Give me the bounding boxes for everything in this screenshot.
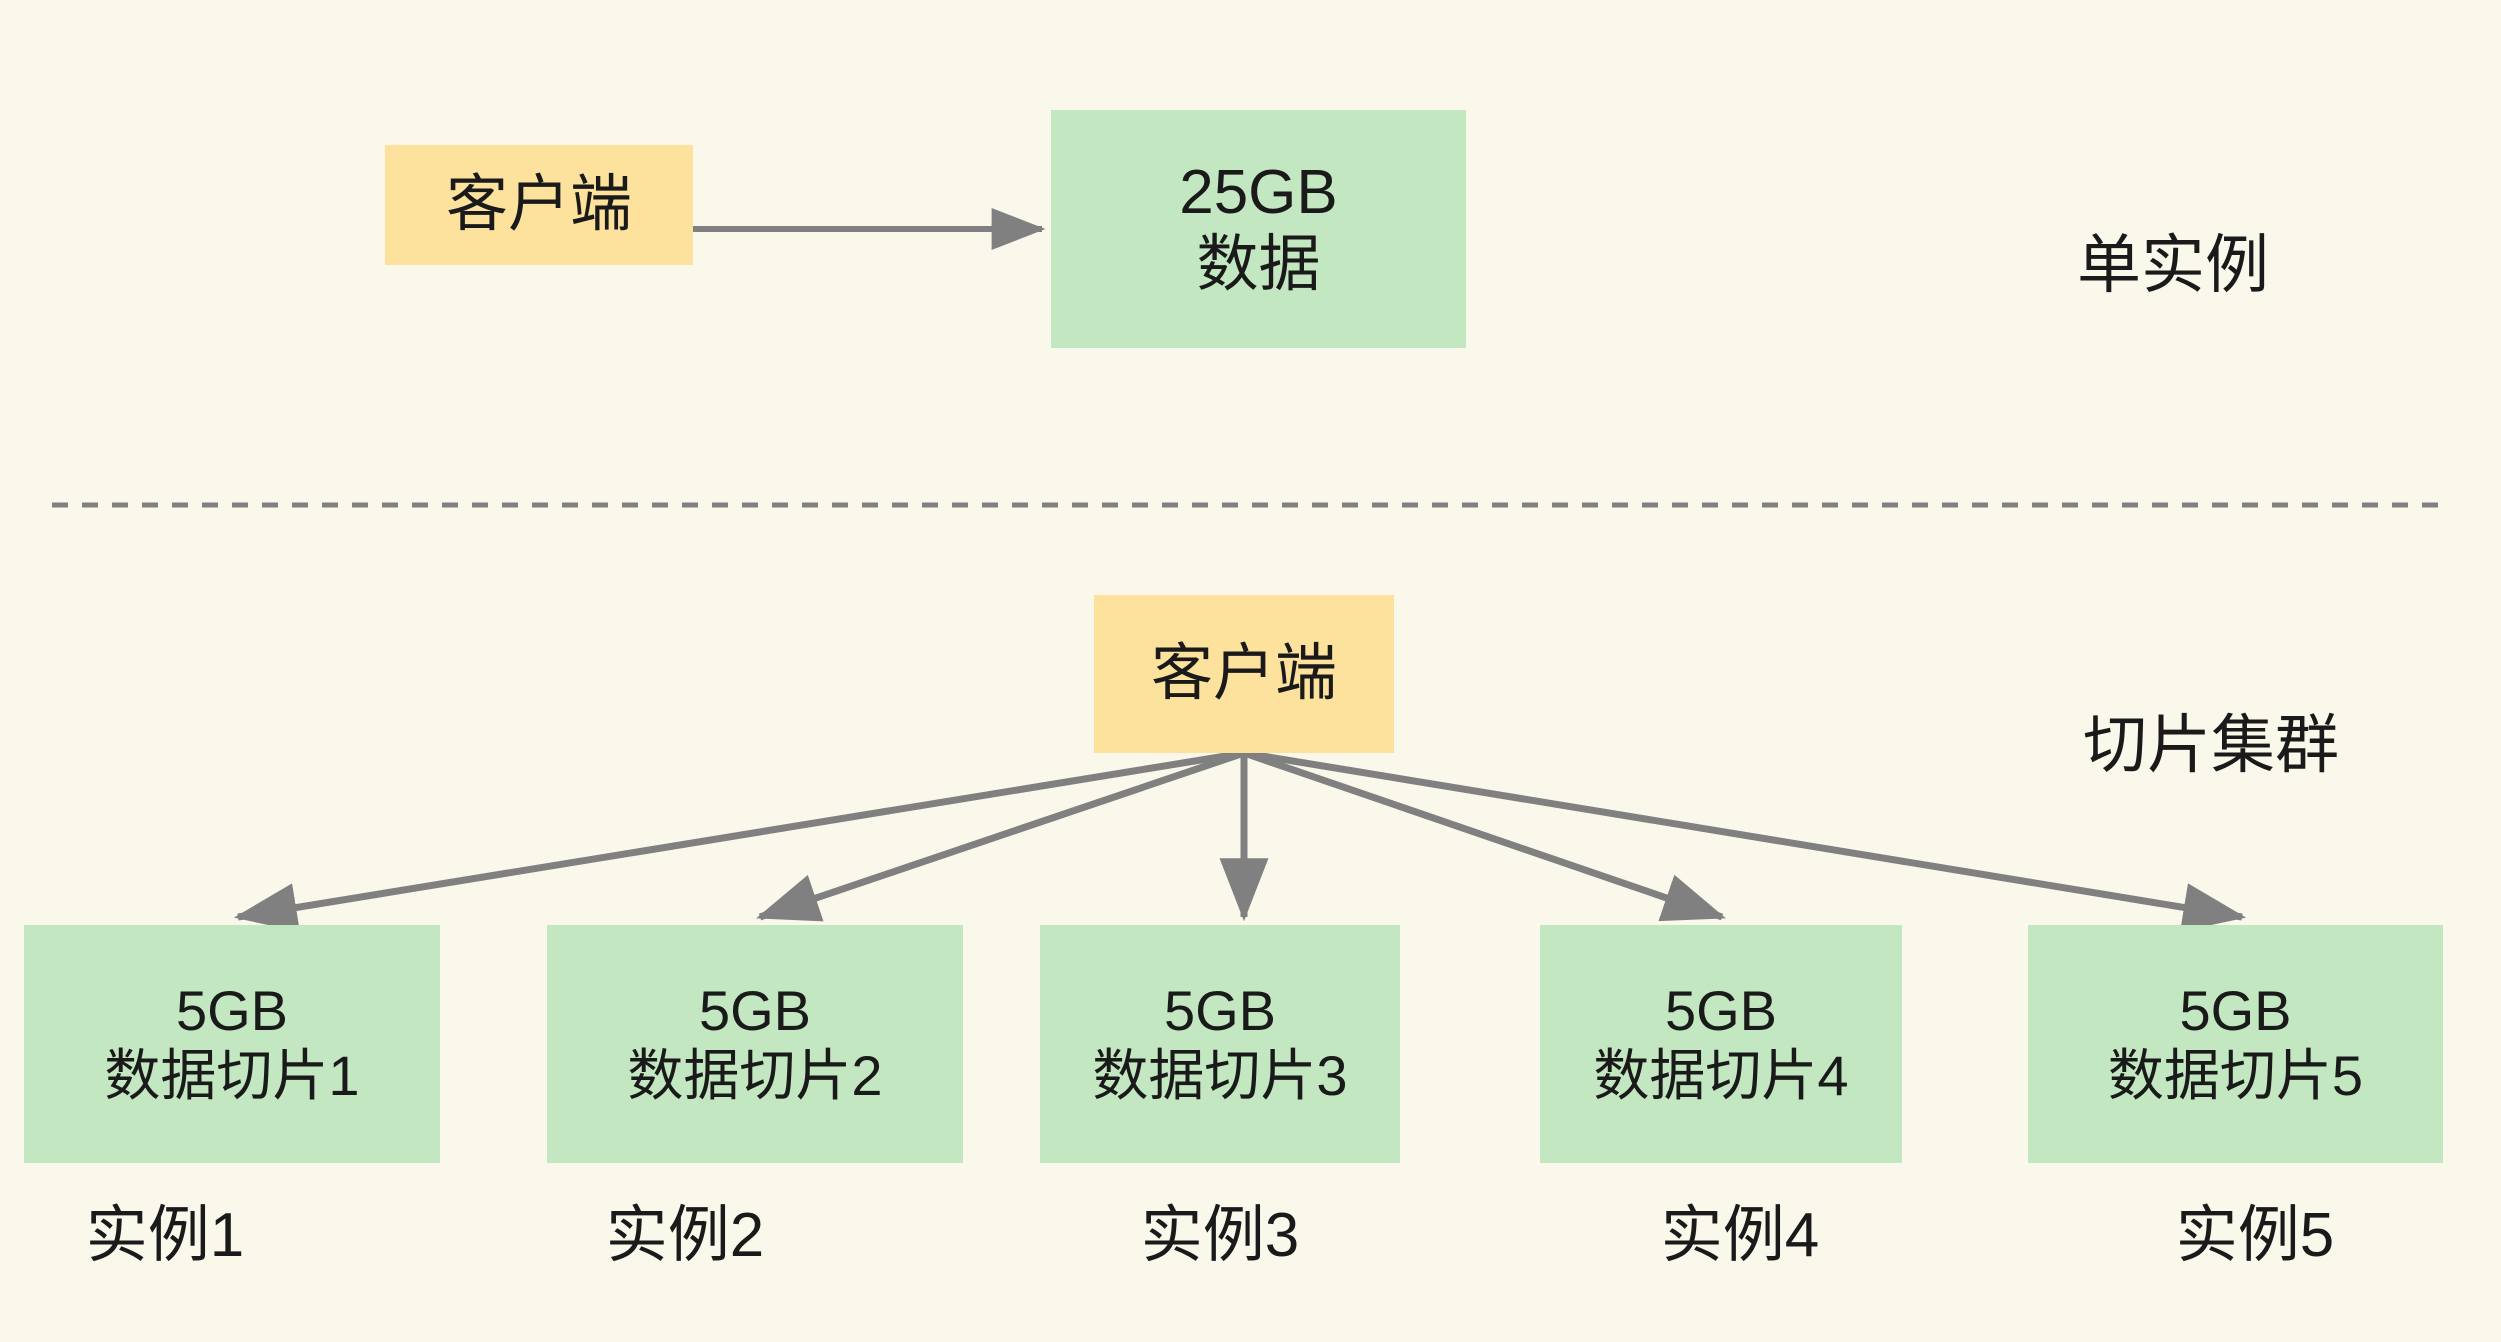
shard-size-label: 5GB — [175, 979, 289, 1043]
shard-node-5[interactable]: 5GB 数据切片5 — [2028, 925, 2443, 1163]
section-label-sharded-cluster: 切片集群 — [2083, 709, 2339, 781]
shard-size-label: 5GB — [1163, 979, 1277, 1043]
shard-node-2[interactable]: 5GB 数据切片2 — [547, 925, 963, 1163]
client-node-sharded-cluster[interactable]: 客户端 — [1094, 595, 1394, 753]
shard-node-3[interactable]: 5GB 数据切片3 — [1040, 925, 1400, 1163]
arrow-client-to-shard-2 — [756, 749, 1246, 922]
client-node-label: 客户端 — [445, 170, 632, 240]
shard-text-label: 数据切片3 — [1092, 1044, 1348, 1107]
shard-text-label: 数据切片4 — [1593, 1044, 1849, 1107]
shard-size-label: 5GB — [698, 979, 812, 1043]
shard-size-label: 5GB — [1664, 979, 1778, 1043]
instance-label-3: 实例3 — [1140, 1201, 1300, 1270]
shard-node-4[interactable]: 5GB 数据切片4 — [1540, 925, 1902, 1163]
data-node-size-label: 25GB — [1179, 158, 1338, 228]
instance-label-4: 实例4 — [1660, 1201, 1820, 1270]
section-label-single-instance: 单实例 — [2077, 229, 2269, 301]
shard-size-label: 5GB — [2179, 979, 2292, 1043]
client-node-single-instance[interactable]: 客户端 — [385, 145, 693, 265]
instance-label-2: 实例2 — [605, 1201, 765, 1270]
client-node-label: 客户端 — [1150, 639, 1337, 709]
shard-node-1[interactable]: 5GB 数据切片1 — [24, 925, 440, 1163]
arrow-client-to-shard-1 — [233, 749, 1245, 932]
arrow-client-to-shard-4 — [1242, 749, 1726, 922]
data-node-text-label: 数据 — [1196, 230, 1321, 299]
instance-label-5: 实例5 — [2175, 1201, 2335, 1270]
data-node-25gb[interactable]: 25GB 数据 — [1051, 110, 1466, 348]
shard-text-label: 数据切片5 — [2107, 1044, 2364, 1107]
shard-text-label: 数据切片1 — [104, 1044, 360, 1107]
shard-text-label: 数据切片2 — [627, 1044, 883, 1107]
instance-label-1: 实例1 — [85, 1201, 245, 1270]
